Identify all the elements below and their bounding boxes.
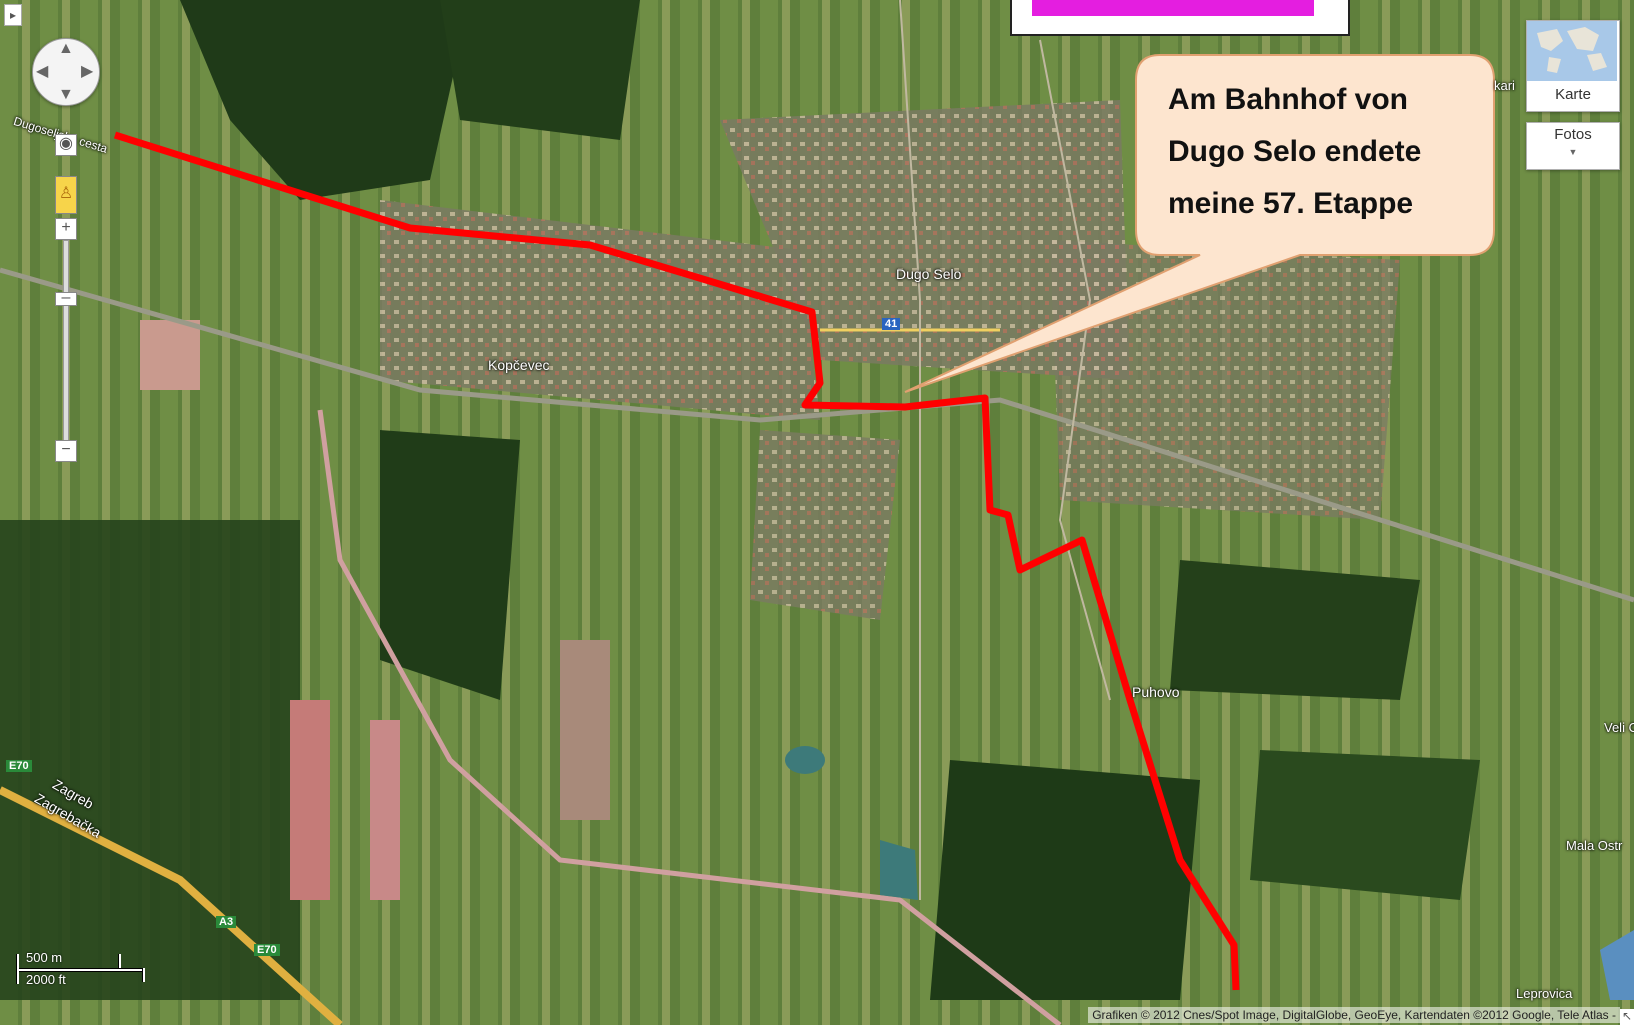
zoom-out-button[interactable]: −: [55, 440, 77, 462]
pan-up-icon[interactable]: ▲: [58, 40, 74, 57]
title-label: [1032, 0, 1314, 16]
callout-text: Am Bahnhof von Dugo Selo endete meine 57…: [1168, 74, 1421, 230]
lake: [785, 746, 825, 774]
highway-a3: [0, 786, 343, 1025]
forest-area: [1250, 750, 1480, 900]
town-area: [750, 430, 900, 620]
field-area: [290, 700, 330, 900]
callout-bubble: [904, 54, 1495, 393]
forest-area: [440, 0, 640, 140]
collapse-arrow-icon[interactable]: ▸: [4, 4, 22, 26]
forest-area: [1170, 560, 1420, 700]
map-attribution: Grafiken © 2012 Cnes/Spot Image, Digital…: [1088, 1007, 1620, 1023]
field-area: [560, 640, 610, 820]
pan-left-icon[interactable]: ◀: [36, 63, 49, 80]
zoom-slider-handle[interactable]: –: [55, 290, 77, 306]
scale-tick: [16, 954, 19, 984]
callout-line: Am Bahnhof von: [1168, 83, 1408, 116]
road-shield-a3: A3: [216, 916, 237, 928]
town-area: [720, 100, 1130, 380]
pan-down-icon[interactable]: ▼: [58, 86, 74, 103]
road-shield-41: 41: [882, 318, 901, 330]
locate-icon[interactable]: ◉: [55, 134, 77, 156]
canal-road: [317, 409, 1062, 1025]
forest-area: [380, 430, 520, 700]
scale-bar: 500 m 2000 ft: [16, 950, 145, 987]
place-label-velika-ostrna: Veli Ost: [1604, 720, 1634, 735]
callout-line: meine 57. Etappe: [1168, 187, 1414, 220]
zoom-slider-track[interactable]: [63, 240, 69, 452]
lake: [1600, 930, 1634, 1000]
chevron-down-icon: ▼: [1568, 147, 1578, 157]
town-area: [380, 200, 820, 420]
road-line: [1039, 39, 1111, 701]
callout-line: Dugo Selo endete: [1168, 135, 1422, 168]
railway-line: [0, 267, 1634, 603]
place-label-mala-ostrna: Mala Ostr: [1566, 838, 1623, 853]
lake: [880, 840, 918, 900]
field-area: [140, 320, 200, 390]
place-label-kopcevec: Kopčevec: [488, 357, 550, 373]
zoom-in-button[interactable]: +: [55, 218, 77, 240]
place-label-leprovica: Leprovica: [1516, 986, 1573, 1001]
forest-area: [930, 760, 1200, 1000]
scale-tick: [142, 968, 145, 982]
place-label-kari: kari: [1494, 78, 1515, 93]
field-area: [370, 720, 400, 900]
pan-right-icon[interactable]: ▶: [81, 63, 94, 80]
map-type-karte-button[interactable]: Karte: [1526, 20, 1620, 112]
world-map-icon: [1527, 21, 1617, 81]
road-shield-e70: E70: [254, 944, 280, 956]
scale-metric-label: 500 m: [26, 950, 63, 965]
road-line: [899, 0, 921, 900]
forest-area: [180, 0, 470, 200]
resize-corner-icon[interactable]: ↖: [1620, 1009, 1634, 1025]
pan-control[interactable]: ▲ ▼ ◀ ▶: [32, 38, 100, 106]
road-shield-e70: E70: [6, 760, 32, 772]
place-label-puhovo: Puhovo: [1132, 684, 1180, 700]
route-line: [113, 131, 1240, 991]
scale-tick: [118, 954, 121, 968]
map-type-karte-label: Karte: [1555, 86, 1591, 103]
forest-area: [0, 520, 300, 1000]
scale-bar-line: [16, 968, 144, 972]
place-label-dugo-selo: Dugo Selo: [896, 266, 962, 282]
scale-imperial-label: 2000 ft: [26, 972, 66, 987]
map-type-fotos-button[interactable]: Fotos ▼: [1526, 122, 1620, 170]
map-type-fotos-label: Fotos: [1554, 126, 1592, 143]
title-box: [1010, 0, 1350, 36]
pegman-icon[interactable]: ♙: [55, 176, 77, 214]
